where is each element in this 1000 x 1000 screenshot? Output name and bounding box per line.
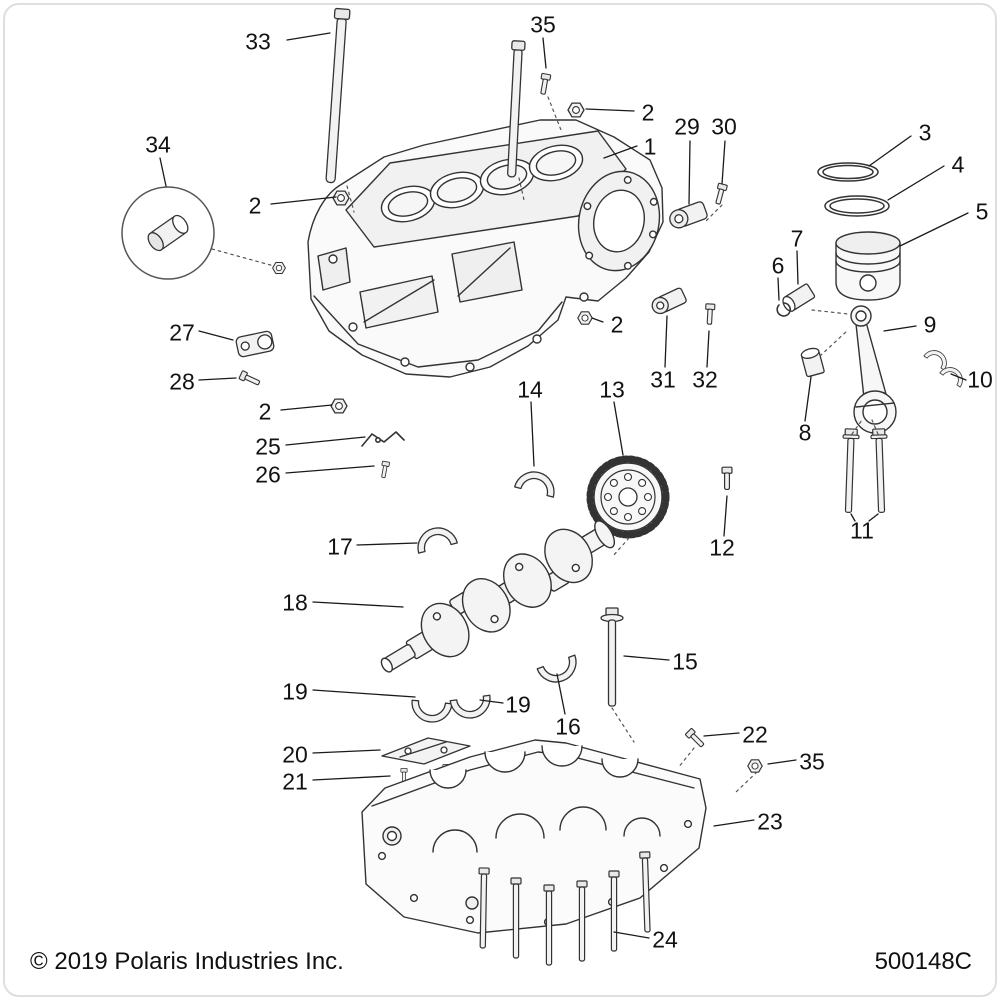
clip-25-drawing: [361, 431, 405, 447]
part-label-33: 33: [245, 28, 271, 55]
part-label-30: 30: [711, 113, 737, 140]
part-label-26: 26: [255, 461, 281, 488]
leader-lines: [159, 32, 969, 939]
copyright-text: © 2019 Polaris Industries Inc.: [30, 948, 344, 975]
part-label-5: 5: [975, 198, 989, 225]
sprocket-13-drawing: [586, 455, 670, 539]
rod-bolts-11-drawing: [839, 428, 891, 514]
part-label-3: 3: [918, 119, 932, 146]
screw-26-drawing: [379, 460, 391, 479]
part-label-12: 12: [709, 534, 735, 561]
part-label-18: 18: [282, 589, 308, 616]
dowel-34-detail-drawing: [121, 186, 215, 280]
part-label-27: 27: [169, 319, 195, 346]
piston-5-drawing: [835, 231, 901, 301]
part-label-17: 17: [327, 533, 353, 560]
crankcase-23-drawing: [361, 739, 707, 934]
bushing-8-drawing: [800, 347, 825, 378]
connecting-rod-9-drawing: [850, 305, 897, 434]
nut-35-bottom-drawing: [747, 759, 763, 773]
part-label-15: 15: [672, 648, 698, 675]
main-bearing-17-drawing: [412, 522, 458, 554]
part-label-9: 9: [923, 311, 937, 338]
wrist-pin-7-drawing: [782, 283, 816, 312]
part-label-32: 32: [692, 366, 718, 393]
part-label-13: 13: [599, 376, 625, 403]
part-label-2-b: 2: [248, 192, 262, 219]
part-label-16: 16: [555, 713, 581, 740]
crankshaft-18-drawing: [380, 520, 616, 673]
part-label-21: 21: [282, 768, 308, 795]
part-label-10: 10: [967, 366, 993, 393]
bolt-15-drawing: [600, 607, 624, 707]
part-label-24: 24: [652, 926, 678, 953]
bolt-32-drawing: [704, 303, 716, 325]
main-bearing-14-drawing: [514, 466, 560, 498]
main-bearing-19b-drawing: [449, 694, 494, 722]
bolt-30-drawing: [712, 182, 728, 206]
part-label-2-d: 2: [258, 398, 272, 425]
bolt-12-drawing: [721, 466, 733, 491]
bracket-27-drawing: [235, 330, 275, 358]
part-label-31: 31: [650, 366, 676, 393]
alignment-dashed-lines: [211, 96, 879, 793]
diagram-part-code: 500148C: [874, 948, 972, 975]
bolt-28-drawing: [238, 369, 262, 388]
piston-ring-4-drawing: [824, 195, 890, 217]
part-label-1: 1: [643, 133, 657, 160]
part-label-35-b: 35: [799, 748, 825, 775]
part-label-35-top: 35: [530, 11, 556, 38]
bolt-22-drawing: [684, 727, 707, 750]
main-bearing-19a-drawing: [409, 699, 453, 725]
part-label-22: 22: [742, 721, 768, 748]
sensor-29-drawing: [669, 201, 708, 229]
bolt-35-top-drawing: [537, 72, 552, 96]
rod-bearings-10-drawing: [923, 345, 968, 388]
piston-ring-3-drawing: [817, 162, 879, 182]
part-label-4: 4: [951, 151, 965, 178]
part-label-8: 8: [798, 419, 812, 446]
sensor-31-drawing: [651, 287, 687, 315]
part-label-7: 7: [790, 225, 804, 252]
part-label-2-a: 2: [641, 99, 655, 126]
baffle-plate-20-drawing: [381, 737, 471, 765]
part-label-28: 28: [169, 368, 195, 395]
part-label-6: 6: [771, 252, 785, 279]
part-label-19-a: 19: [282, 678, 308, 705]
part-label-20: 20: [282, 741, 308, 768]
part-label-19-b: 19: [505, 691, 531, 718]
part-label-14: 14: [517, 376, 543, 403]
part-label-11: 11: [850, 517, 874, 544]
part-label-34: 34: [145, 131, 171, 158]
head-stud-33-drawing: [325, 7, 526, 184]
part-label-29: 29: [674, 113, 700, 140]
part-label-25: 25: [255, 433, 281, 460]
part-label-23: 23: [757, 808, 783, 835]
cylinder-block-drawing: [307, 119, 664, 378]
circlip-6-drawing: [776, 302, 791, 317]
main-bearing-16-drawing: [536, 654, 583, 689]
part-label-2-c: 2: [610, 311, 624, 338]
